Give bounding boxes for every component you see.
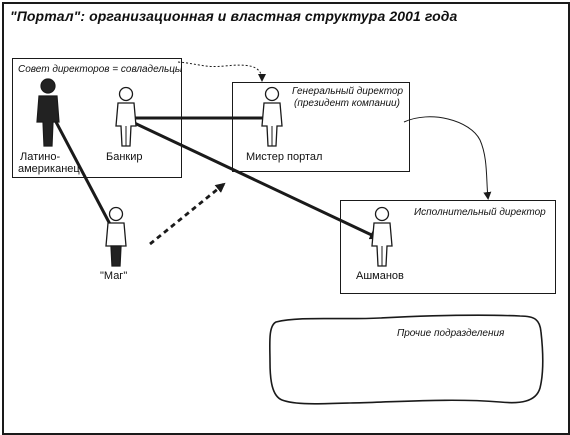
person-icon-mister-portal: [261, 86, 283, 147]
banker-to-ashmanov-arrow: [127, 118, 380, 240]
person-label-latino-line2: американец: [18, 163, 80, 175]
general-director-label-line1: Генеральный директор: [292, 86, 404, 97]
board-to-general-connector: [177, 61, 266, 82]
latino-to-mag-line: [53, 119, 114, 229]
board-box-label: Совет директоров = совладельцы: [18, 64, 183, 75]
diagram-title: "Портал": организационная и властная стр…: [10, 8, 458, 24]
executive-director-label: Исполнительный директор: [414, 207, 546, 218]
other-units-label: Прочие подразделения: [397, 328, 505, 339]
person-icon-banker: [115, 86, 137, 147]
person-label-mister-portal: Мистер портал: [246, 151, 323, 163]
other-units-cloud: [268, 314, 544, 405]
person-icon-latino: [36, 78, 60, 147]
mag-dashed-arrow: [149, 182, 226, 246]
person-label-banker: Банкир: [106, 151, 143, 163]
person-icon-ashmanov: [371, 206, 393, 267]
general-to-executive-connector: [403, 116, 492, 200]
person-label-mag: "Маг": [100, 270, 128, 282]
executive-director-box: [340, 200, 556, 294]
person-label-latino-line1: Латино-: [20, 151, 61, 163]
person-label-ashmanov: Ашманов: [356, 270, 404, 282]
person-icon-mag: [105, 206, 127, 267]
general-director-label-line2: (президент компании): [294, 98, 400, 109]
general-director-box: [232, 82, 410, 172]
